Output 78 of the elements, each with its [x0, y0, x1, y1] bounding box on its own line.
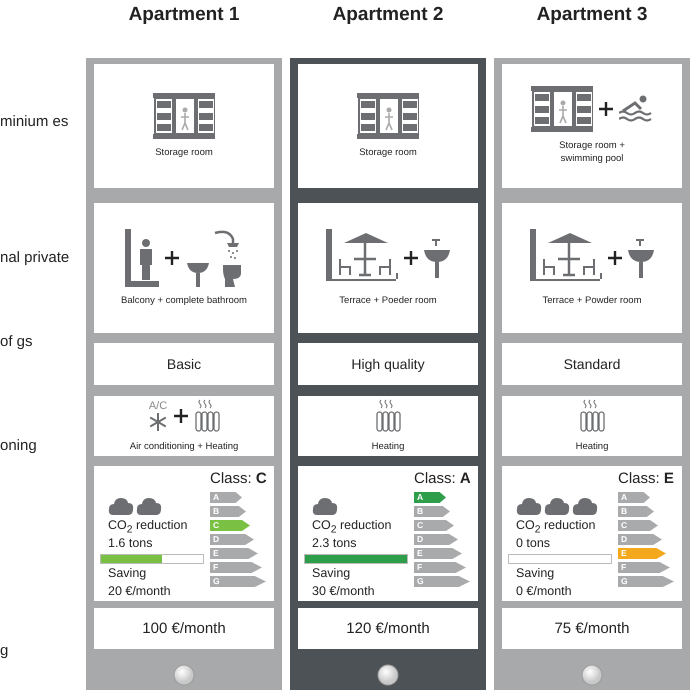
- price-card: [502, 608, 682, 649]
- row-label: g: [0, 641, 10, 661]
- row-label: nal private: [0, 248, 70, 268]
- energy-class-heading: Class: E: [618, 470, 674, 487]
- saving-value: 20 €/month: [108, 584, 171, 598]
- private-space-caption: Terrace + Powder room: [542, 294, 642, 308]
- row-label: minium es: [0, 112, 70, 132]
- climate-card: [502, 396, 682, 456]
- column-heading: Apartment 1: [128, 4, 240, 26]
- energy-class-band: E: [414, 548, 462, 559]
- energy-class-band: F: [414, 562, 466, 573]
- climate-caption: Heating: [576, 440, 608, 454]
- energy-class-band: G: [210, 576, 266, 587]
- energy-class-band: D: [210, 534, 254, 545]
- finish-quality-text: Basic: [166, 356, 202, 372]
- climate-caption: Air conditioning + Heating: [130, 440, 238, 454]
- energy-class-heading: Class: A: [414, 470, 471, 487]
- finishings-card: [502, 343, 682, 385]
- co2-label: CO$_{2}$ reduction: [108, 518, 188, 536]
- price-card: [298, 608, 478, 649]
- monthly-price: 75 €/month: [554, 620, 630, 637]
- energy-class-band: D: [618, 534, 662, 545]
- energy-class-band: G: [618, 576, 674, 587]
- energy-class-band: E: [210, 548, 258, 559]
- energy-class-heading: Class: C: [210, 470, 267, 487]
- column-heading: Apartment 3: [536, 4, 648, 26]
- energy-class-band: B: [618, 506, 654, 517]
- row-label: oning: [0, 436, 38, 456]
- price-card: [94, 608, 274, 649]
- saving-label: Saving: [312, 566, 350, 580]
- energy-class-band: B: [414, 506, 450, 517]
- energy-class-band: G: [414, 576, 470, 587]
- saving-value: 30 €/month: [312, 584, 375, 598]
- energy-class-band: C: [414, 520, 454, 531]
- energy-card: [298, 466, 478, 601]
- facility-caption: Storage room + swimming pool: [558, 140, 626, 166]
- climate-card: [94, 396, 274, 456]
- private-space-card: [94, 203, 274, 333]
- energy-class-band: A: [618, 492, 650, 503]
- private-space-caption: Terrace + Poeder room: [339, 294, 437, 308]
- facility-caption: Storage room: [155, 146, 213, 160]
- co2-value: 1.6 tons: [108, 536, 152, 550]
- energy-card: [94, 466, 274, 601]
- co2-value: 2.3 tons: [312, 536, 356, 550]
- energy-card: [502, 466, 682, 601]
- climate-card: [298, 396, 478, 456]
- energy-class-band: B: [210, 506, 246, 517]
- co2-label: CO$_{2}$ reduction: [516, 518, 596, 536]
- energy-class-band: A: [210, 492, 242, 503]
- energy-class-band: C: [618, 520, 658, 531]
- saving-label: Saving: [516, 566, 554, 580]
- finishings-card: [94, 343, 274, 385]
- private-space-card: [502, 203, 682, 333]
- energy-class-band: E: [618, 548, 666, 559]
- climate-caption: Heating: [372, 440, 404, 454]
- monthly-price: 100 €/month: [142, 620, 226, 637]
- energy-class-band: A: [414, 492, 446, 503]
- private-space-card: [298, 203, 478, 333]
- column-heading: Apartment 2: [332, 4, 444, 26]
- facilities-card: [94, 64, 274, 188]
- private-space-caption: Balcony + complete bathroom: [121, 294, 247, 308]
- energy-class-band: F: [210, 562, 262, 573]
- finish-quality-text: High quality: [351, 356, 425, 372]
- row-label: of gs: [0, 332, 34, 352]
- co2-value: 0 tons: [516, 536, 550, 550]
- energy-class-band: D: [414, 534, 458, 545]
- co2-label: CO$_{2}$ reduction: [312, 518, 392, 536]
- energy-class-band: C: [210, 520, 250, 531]
- finishings-card: [298, 343, 478, 385]
- finish-quality-text: Standard: [564, 356, 620, 372]
- facilities-card: [298, 64, 478, 188]
- monthly-price: 120 €/month: [346, 620, 430, 637]
- saving-value: 0 €/month: [516, 584, 572, 598]
- energy-class-band: F: [618, 562, 670, 573]
- facility-caption: Storage room: [359, 146, 417, 160]
- facilities-card: [502, 64, 682, 188]
- ac-label: A/C: [148, 400, 168, 412]
- saving-label: Saving: [108, 566, 146, 580]
